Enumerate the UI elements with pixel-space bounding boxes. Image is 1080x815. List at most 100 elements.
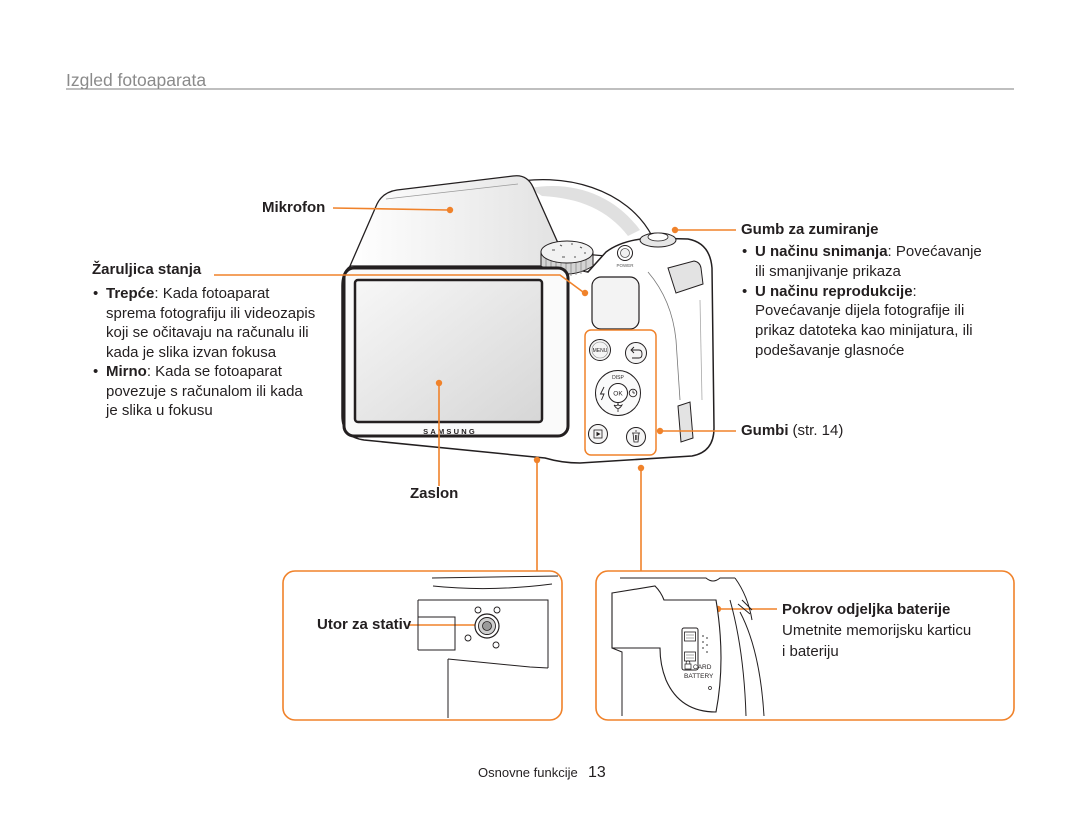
shutter-button — [647, 232, 669, 242]
bottom-curve-line — [432, 583, 553, 590]
dot — [706, 651, 708, 653]
power-marking: POWER — [616, 263, 634, 268]
grip-edge — [699, 299, 703, 401]
callouts — [214, 207, 777, 626]
back-arrow-icon — [630, 346, 643, 359]
list-item-text: je slika u fokusu — [106, 402, 213, 419]
status-lamp-dot — [581, 289, 589, 297]
buttons-label-term: Gumbi — [741, 422, 789, 439]
back-button — [625, 342, 647, 364]
list-item-text: Povećavanje dijela fotografije ili — [755, 302, 965, 320]
list-item-text: ili smanjivanje prikaza — [755, 262, 901, 280]
microphone-callout-line — [332, 207, 448, 211]
cover-latch — [737, 599, 753, 615]
list-item-first-line: Mirno: Kada se fotoaparat — [92, 362, 315, 382]
list-item: Trepće: Kada fotoaparat sprema fotografi… — [92, 284, 315, 362]
switch-slot — [684, 631, 696, 642]
brand-logo: SAMSUNG — [423, 427, 477, 436]
list-item-text: povezuje s računalom ili kada — [106, 382, 303, 400]
control-buttons: MENU DISP OK — [588, 339, 647, 447]
switch-dots — [702, 635, 708, 653]
page-reference: (str. 14) — [792, 422, 844, 439]
list-item-first-line: U načinu reprodukcije: — [741, 282, 982, 302]
side-inner-curve — [729, 599, 747, 717]
card-marking: CARD — [693, 664, 712, 671]
viewfinder — [591, 276, 640, 330]
list-item-text: : — [912, 282, 917, 300]
bottom-plate-line — [418, 599, 549, 668]
bottom-screw — [493, 606, 501, 614]
lens-barrel-shade — [530, 185, 640, 236]
list-item-text: koji se očitavaju na računalu ili — [106, 324, 309, 341]
list-item-term: U načinu reprodukcije — [755, 282, 913, 300]
camera-bottom-outline — [417, 575, 559, 718]
footer-section: Osnovne funkcije — [478, 765, 578, 780]
bottom-screw — [474, 606, 482, 614]
strap-lug-side — [677, 401, 694, 443]
list-item-text: prikaz datoteka kao minijatura, ili — [755, 322, 973, 340]
bottom-lower-edge — [447, 658, 549, 669]
battery-cover — [611, 585, 722, 713]
zoom-button-label: Gumb za zumiranje — [741, 221, 879, 238]
mode-dial-marks — [552, 243, 586, 258]
microphone-label: Mikrofon — [262, 199, 326, 216]
buttons-label: Gumbi(str. 14) — [741, 421, 843, 441]
list-item: U načinu reprodukcije: Povećavanje dijel… — [741, 282, 982, 361]
strap-lug-top — [667, 260, 704, 294]
bottom-screw — [464, 634, 472, 642]
battery-connector-dot — [637, 464, 645, 472]
menu-marking: MENU — [593, 348, 608, 354]
battery-marking: BATTERY — [684, 673, 714, 680]
status-lamp-callout-line — [214, 274, 584, 293]
camera-side-outline — [611, 577, 765, 717]
cover-screw — [708, 686, 712, 690]
buttons-highlight — [584, 329, 657, 456]
tripod-connector-dot — [533, 456, 541, 464]
list-item-text: : Kada fotoaparat — [154, 285, 270, 302]
page-title: Izgled fotoaparata — [66, 70, 207, 90]
lock-icon — [684, 660, 692, 670]
list-item-text: sprema fotografiju ili videozapis — [106, 304, 316, 322]
ok-button — [608, 383, 628, 403]
tripod-mount-label: Utor za stativ — [317, 616, 412, 633]
microphone-dot — [446, 206, 454, 214]
battery-cover-callout: Pokrov odjeljka baterije Umetnite memori… — [782, 599, 971, 662]
flash-hood — [349, 175, 563, 267]
dot — [702, 635, 704, 637]
dot — [702, 641, 704, 643]
menu-button — [589, 339, 611, 361]
list-item-term: Mirno — [106, 363, 147, 380]
list-item-first-line: U načinu snimanja: Povećavanje — [741, 242, 982, 262]
battery-cover-text: Umetnite memorijsku karticu — [782, 622, 972, 639]
tripod-socket-hole — [482, 621, 492, 631]
dot — [706, 644, 708, 646]
grip-seam — [647, 271, 681, 401]
zoom-dot — [671, 226, 679, 234]
macro-icon — [613, 402, 624, 412]
dot — [702, 647, 704, 649]
trash-icon — [632, 430, 640, 443]
list-item: Mirno: Kada se fotoaparat povezuje s rač… — [92, 362, 315, 421]
side-grip-curve — [739, 611, 765, 717]
battery-cover-text: i bateriju — [782, 643, 839, 660]
side-top-edge — [620, 577, 735, 582]
disp-marking: DISP — [612, 375, 624, 381]
list-item-text: : Povećavanje — [887, 243, 982, 260]
play-icon-frame — [593, 429, 603, 439]
power-button-inner — [620, 248, 630, 258]
list-item-first-line: Trepće: Kada fotoaparat — [92, 284, 315, 304]
buttons-dot — [656, 427, 664, 435]
switch-slot — [684, 651, 696, 662]
side-grip-edge — [734, 577, 753, 621]
battery-cover-label: Pokrov odjeljka baterije — [782, 601, 951, 618]
lcd-screen — [353, 278, 544, 424]
bottom-small-panel — [418, 616, 456, 651]
screen-label: Zaslon — [410, 485, 459, 502]
side-left-edge — [611, 647, 623, 716]
page-number: 13 — [588, 764, 606, 781]
flash-icon — [599, 386, 605, 401]
dot — [706, 637, 708, 639]
list-item-text: : Kada se fotoaparat — [146, 363, 282, 380]
